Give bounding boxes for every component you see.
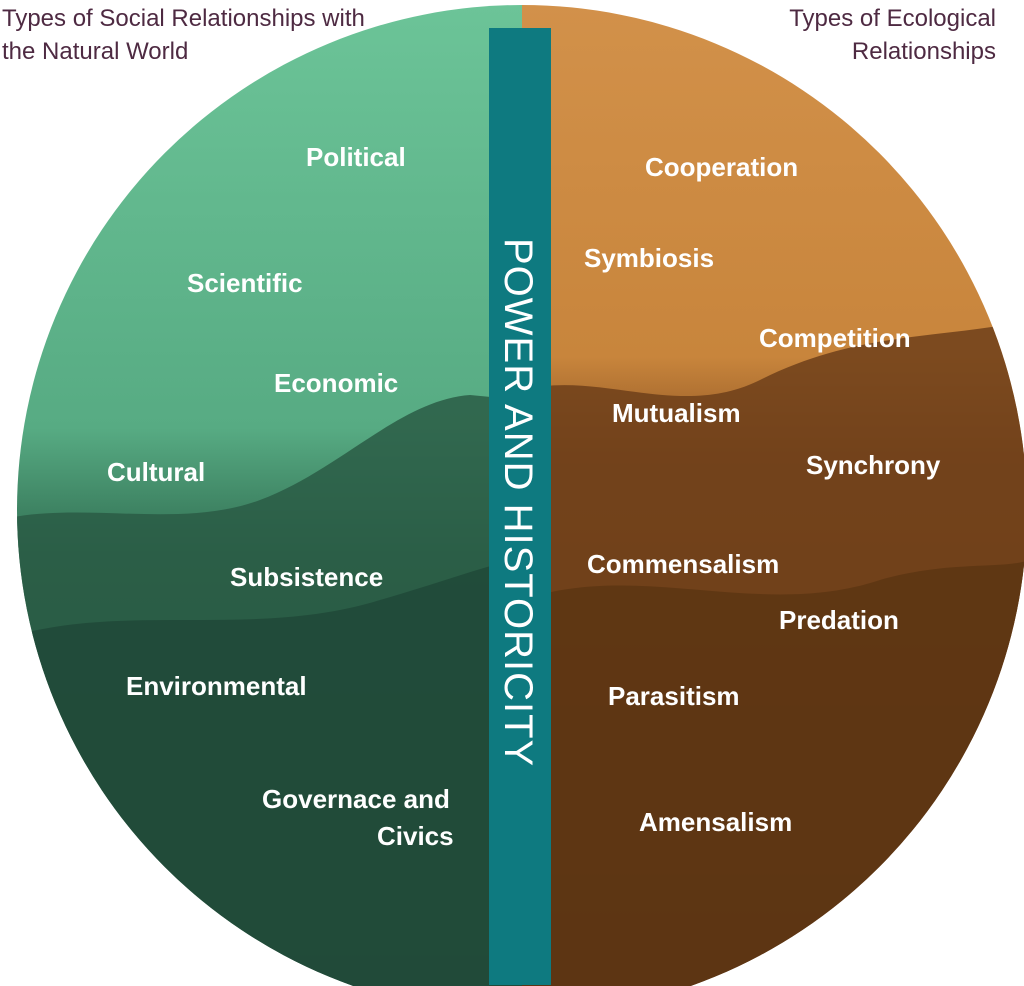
label-governance-line-2: Civics: [377, 821, 454, 851]
label-predation: Predation: [779, 605, 899, 635]
label-economic: Economic: [274, 368, 398, 398]
label-political: Political: [306, 142, 406, 172]
power-historicity-label: POWER AND HISTORICITY: [496, 238, 540, 767]
label-scientific: Scientific: [187, 268, 303, 298]
social-title-line-1: Types of Social Relationships with: [2, 5, 365, 32]
label-parasitism: Parasitism: [608, 681, 740, 711]
label-synchrony: Synchrony: [806, 450, 941, 480]
label-commensalism: Commensalism: [587, 549, 779, 579]
label-governance-line-1: Governace and: [262, 784, 450, 814]
label-environmental: Environmental: [126, 671, 307, 701]
ecological-title-line-1: Types of Ecological: [789, 5, 996, 32]
label-cultural: Cultural: [107, 457, 205, 487]
label-competition: Competition: [759, 323, 911, 353]
label-symbiosis: Symbiosis: [584, 243, 714, 273]
label-amensalism: Amensalism: [639, 807, 792, 837]
forest-shadow-left: [17, 560, 522, 986]
label-cooperation: Cooperation: [645, 152, 798, 182]
ecological-title-line-2: Relationships: [851, 38, 996, 65]
forest-shadow-right: [522, 560, 1024, 986]
label-subsistence: Subsistence: [230, 562, 383, 592]
social-title-line-2: the Natural World: [2, 38, 189, 65]
power-historicity-band: [489, 28, 551, 985]
ecological-relationships-title: Types of Ecological Relationships: [789, 2, 996, 68]
label-mutualism: Mutualism: [612, 398, 741, 428]
social-relationships-title: Types of Social Relationships with the N…: [2, 2, 365, 68]
